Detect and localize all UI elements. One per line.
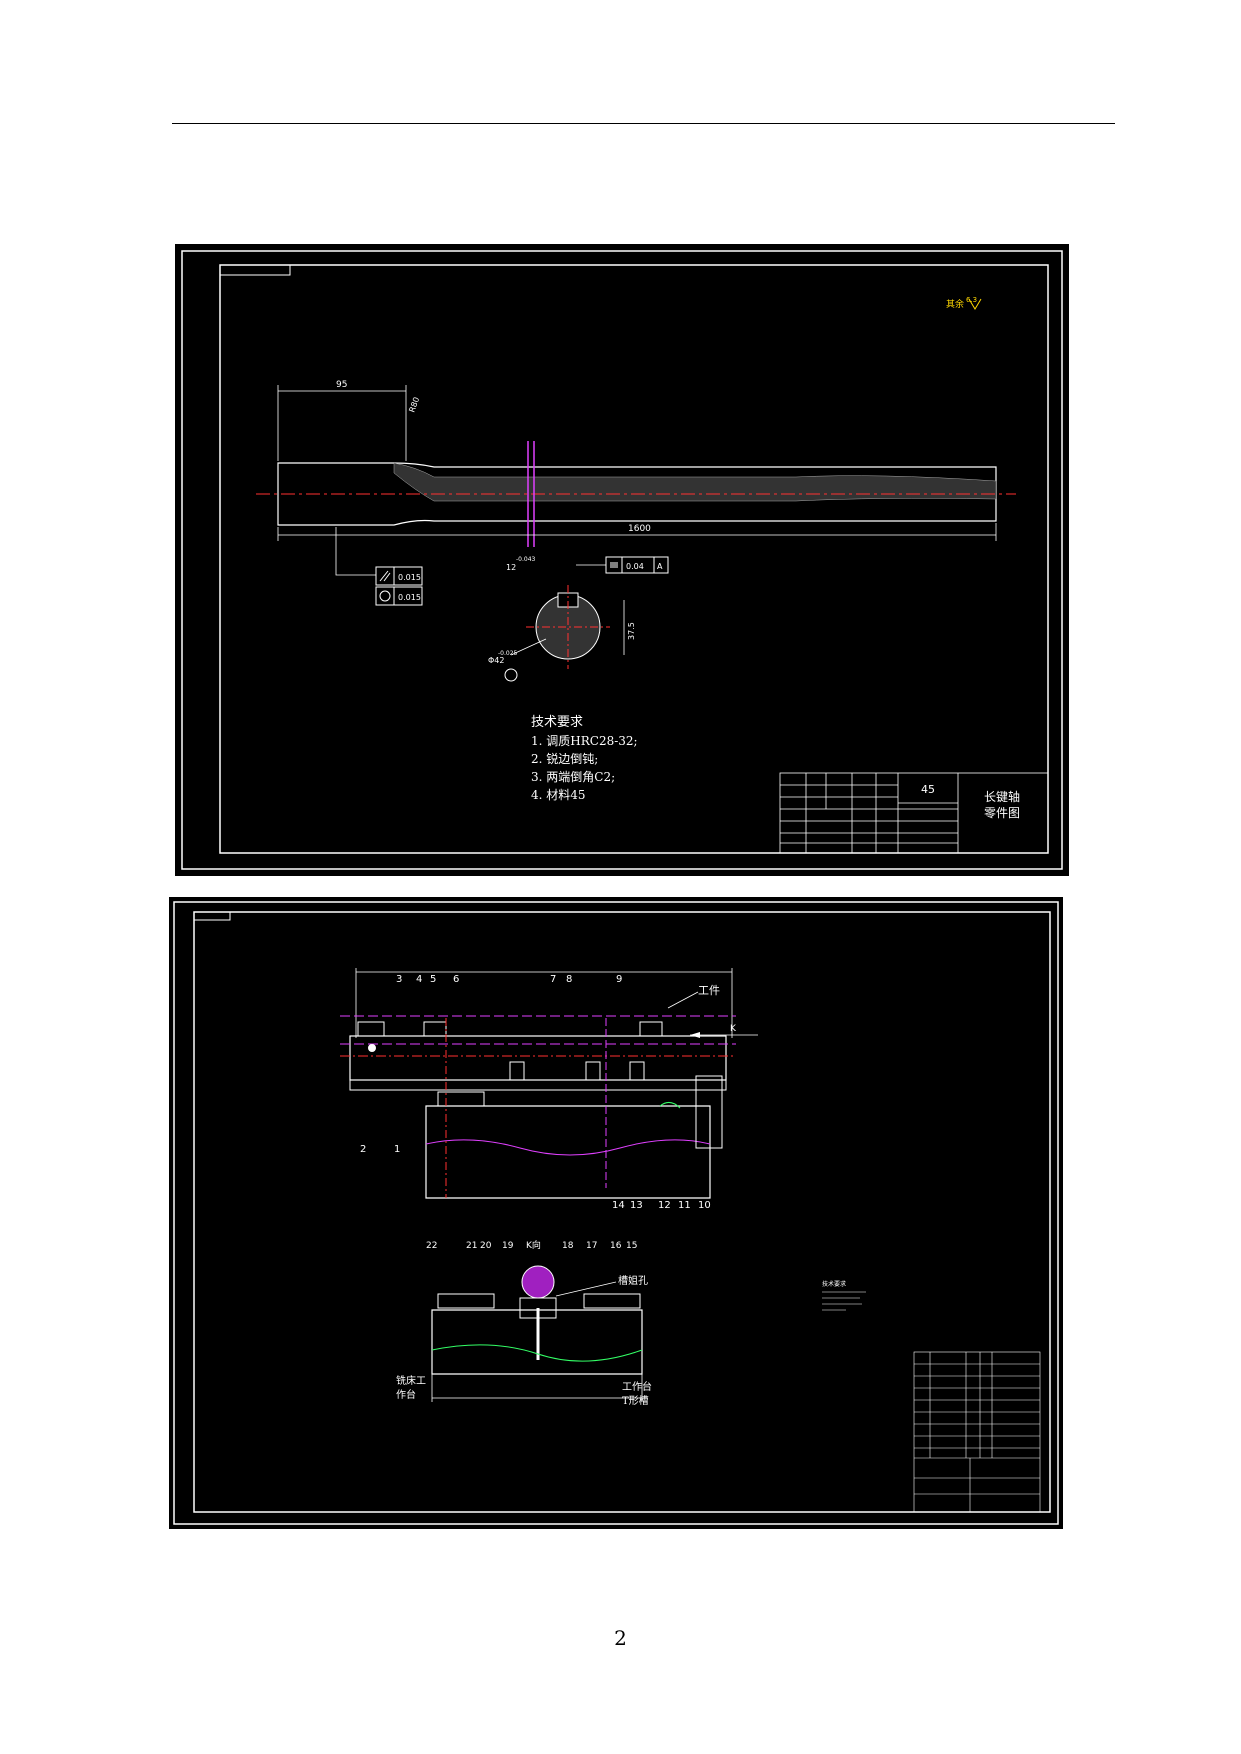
section-diam: Φ42 <box>488 656 504 665</box>
section-sym: 0.04 <box>626 562 644 571</box>
balloons-left: 2 1 <box>360 1144 400 1155</box>
svg-text:22: 22 <box>426 1241 437 1251</box>
tech-item-1: 1. 调质HRC28-32; <box>531 734 638 748</box>
tech-title: 技术要求 <box>531 715 583 730</box>
svg-text:15: 15 <box>626 1241 637 1251</box>
svg-text:3: 3 <box>396 974 402 985</box>
shaft-drawing-svg: 其余 6.3 95 R80 1600 0.015 0.015 12 <box>181 250 1063 870</box>
svg-text:11: 11 <box>678 1200 691 1211</box>
svg-text:13: 13 <box>630 1200 643 1211</box>
section-depth: 37.5 <box>627 622 636 640</box>
label-machine-table-1: 铣床工 <box>396 1374 426 1387</box>
svg-text:4: 4 <box>416 974 422 985</box>
outer-border <box>173 901 1059 1525</box>
label-locating-hole: 槽姐孔 <box>618 1274 648 1287</box>
tech-item-2: 2. 锐边倒钝; <box>531 752 598 766</box>
svg-text:2: 2 <box>360 1144 366 1155</box>
roundness-icon <box>379 590 391 602</box>
symmetry-icon <box>610 562 618 568</box>
tech-lines-2 <box>822 1291 866 1311</box>
section-key-width: 12 <box>506 563 516 572</box>
shaft-part-drawing: 其余 6.3 95 R80 1600 0.015 0.015 12 <box>175 244 1069 876</box>
fixture-assembly-drawing: K 工件 3 4 5 6 7 8 9 2 1 14 13 12 11 10 22… <box>169 897 1063 1529</box>
roughness-icon <box>968 298 982 310</box>
runout-icon <box>379 570 391 582</box>
fixture-body <box>425 1105 711 1199</box>
title-material: 45 <box>921 783 935 796</box>
svg-text:1: 1 <box>394 1144 400 1155</box>
beam <box>349 1035 727 1081</box>
balloons-section: 22 21 20 19 18 17 16 15 <box>426 1241 637 1251</box>
label-machine-table-2: 作台 <box>396 1388 416 1401</box>
svg-text:19: 19 <box>502 1241 514 1251</box>
title-name-1: 长键轴 <box>984 789 1020 804</box>
balloons-top: 3 4 5 6 7 8 9 <box>396 974 622 985</box>
datum-a-icon <box>504 668 518 682</box>
svg-text:5: 5 <box>430 974 436 985</box>
label-tslot-1: 工作台 <box>622 1380 652 1393</box>
svg-text:8: 8 <box>566 974 572 985</box>
svg-text:6: 6 <box>453 974 459 985</box>
svg-text:7: 7 <box>550 974 556 985</box>
keyway-hatch <box>393 462 997 502</box>
tech-item-4: 4. 材料45 <box>531 788 586 802</box>
svg-text:20: 20 <box>480 1241 492 1251</box>
svg-text:14: 14 <box>612 1200 625 1211</box>
shaft-outline <box>277 462 997 526</box>
dim-left: 95 <box>336 380 347 390</box>
section-diam-tol: -0.025 <box>498 650 518 657</box>
section-datum: A <box>657 562 663 571</box>
tech-item-3: 3. 两端倒角C2; <box>531 770 615 784</box>
label-tslot-2: T形槽 <box>622 1394 649 1407</box>
inner-border <box>219 264 1049 854</box>
svg-text:16: 16 <box>610 1241 622 1251</box>
svg-text:21: 21 <box>466 1241 477 1251</box>
svg-text:17: 17 <box>586 1241 597 1251</box>
svg-text:10: 10 <box>698 1200 711 1211</box>
code-box <box>193 911 231 921</box>
label-workpiece: 工件 <box>698 984 720 997</box>
tol-round: 0.015 <box>398 593 421 602</box>
beam-base <box>349 1079 727 1091</box>
section-shaft <box>521 1265 555 1299</box>
inner-border <box>193 911 1051 1513</box>
roughness-label: 其余 <box>946 298 964 310</box>
code-box <box>219 264 291 276</box>
roughness-value: 6.3 <box>966 296 977 304</box>
label-k-view: K向 <box>526 1239 541 1251</box>
parts-list <box>913 1351 1041 1513</box>
outer-border <box>181 250 1063 870</box>
title-block <box>779 772 1049 854</box>
title-name-2: 零件图 <box>984 806 1020 820</box>
balloons-bottom: 14 13 12 11 10 <box>612 1200 711 1211</box>
section-key-tol: -0.043 <box>516 556 536 563</box>
label-view-k: K <box>730 1024 737 1034</box>
fixture-drawing-svg: K 工件 3 4 5 6 7 8 9 2 1 14 13 12 11 10 22… <box>173 901 1059 1525</box>
dim-chamfer: R80 <box>407 396 421 414</box>
svg-text:18: 18 <box>562 1241 574 1251</box>
tol-runout: 0.015 <box>398 573 421 582</box>
header-rule <box>172 123 1115 124</box>
svg-text:12: 12 <box>658 1200 671 1211</box>
tech-title-2: 技术要求 <box>822 1280 846 1288</box>
svg-text:9: 9 <box>616 974 622 985</box>
dim-total: 1600 <box>628 524 651 534</box>
page-number: 2 <box>614 1626 627 1650</box>
